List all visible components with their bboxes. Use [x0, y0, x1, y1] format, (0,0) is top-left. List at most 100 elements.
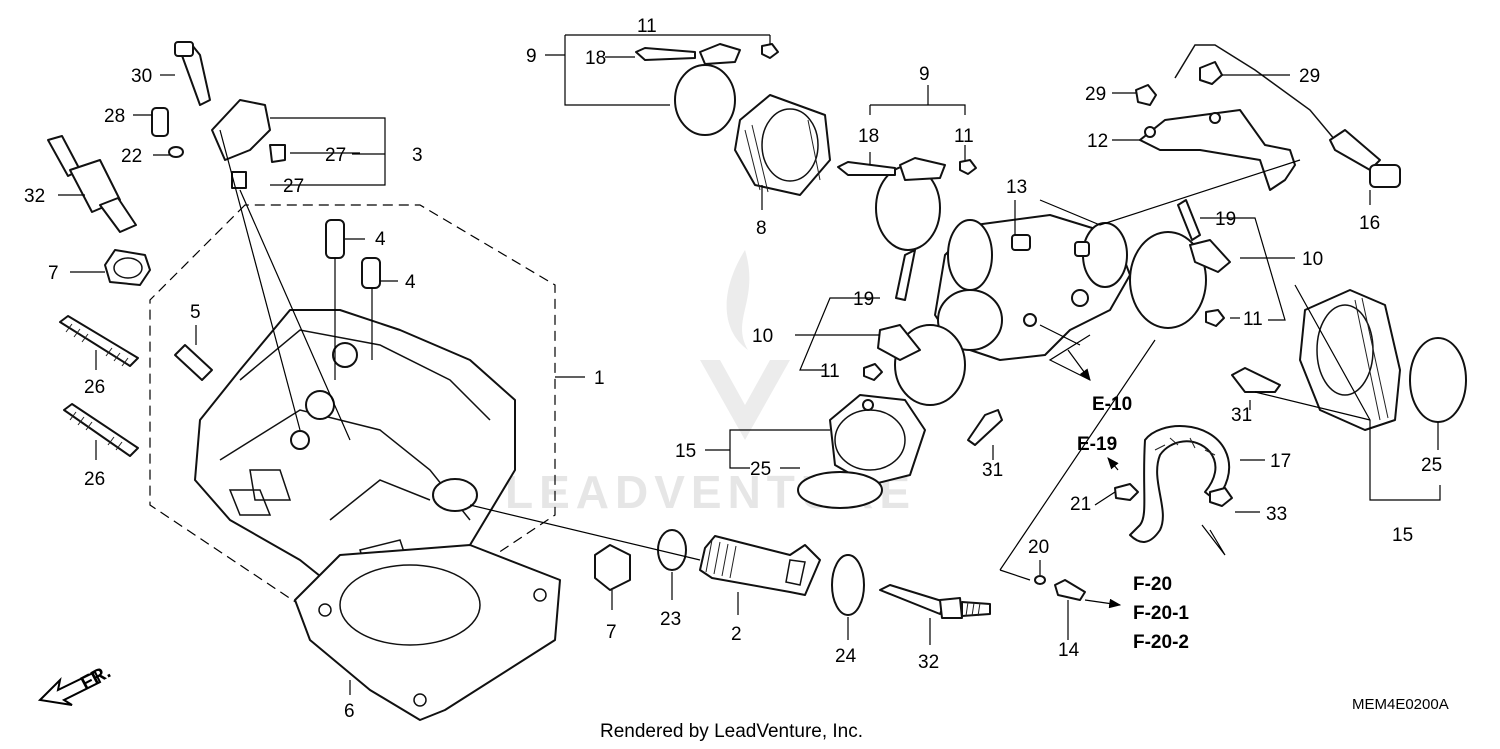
sensor-16 — [1174, 44, 1401, 188]
intake-joint-center — [829, 394, 926, 486]
callout-29-right: 29 — [1299, 66, 1320, 87]
valve-guide-lower — [361, 257, 381, 289]
dowel-pin-5 — [174, 344, 213, 381]
callout-29-left: 29 — [1085, 84, 1106, 105]
callout-11-right: 11 — [1243, 309, 1263, 330]
section-references: E-10 E-19 F-20 F-20-1 F-20-2 — [1077, 394, 1189, 653]
callout-26-lower: 26 — [84, 469, 105, 490]
callout-18-middle: 18 — [858, 126, 879, 147]
nut-11-right — [1205, 309, 1225, 327]
screw-19-center — [895, 249, 916, 301]
callout-21: 21 — [1070, 494, 1091, 515]
cylinder-head — [149, 204, 556, 606]
ref-f-20-1: F-20-1 — [1133, 603, 1189, 624]
callout-25-center: 25 — [750, 459, 771, 480]
callout-1: 1 — [594, 368, 605, 389]
callout-15-center: 15 — [675, 441, 696, 462]
callout-20: 20 — [1028, 537, 1049, 558]
callout-31-right: 31 — [1231, 405, 1252, 426]
head-gasket — [294, 544, 561, 721]
callout-7-left: 7 — [48, 263, 59, 284]
callouts: 30 28 22 32 7 26 26 27 27 3 4 4 5 1 6 7 … — [24, 16, 1442, 722]
ref-e-19: E-19 — [1077, 434, 1117, 455]
throttle-body — [934, 214, 1131, 361]
callout-5: 5 — [190, 302, 201, 323]
bolt-31-right — [1231, 367, 1281, 393]
clip-33 — [1209, 487, 1233, 507]
callout-30: 30 — [131, 66, 152, 87]
plug-cap-left — [104, 249, 151, 286]
ref-f-20-2: F-20-2 — [1133, 632, 1189, 653]
o-ring-22 — [168, 146, 184, 158]
callout-27-lower: 27 — [283, 176, 304, 197]
o-ring-25-center — [797, 471, 883, 509]
dowel-pin — [151, 107, 169, 137]
callout-18-top: 18 — [585, 48, 606, 69]
callout-32-left: 32 — [24, 186, 45, 207]
callout-11-middle: 11 — [954, 126, 974, 147]
callout-17: 17 — [1270, 451, 1291, 472]
callout-14: 14 — [1058, 640, 1080, 661]
nut-11-top — [761, 43, 779, 59]
screw-18-middle — [837, 161, 896, 176]
callout-12: 12 — [1087, 131, 1108, 152]
diagram-code: MEM4E0200A — [1352, 696, 1449, 713]
hose-band-top — [674, 43, 741, 136]
bolt-31-center — [967, 409, 1003, 446]
callout-4-lower: 4 — [405, 272, 416, 293]
callout-31-center: 31 — [982, 460, 1003, 481]
callout-8: 8 — [756, 218, 767, 239]
leader-lines — [58, 34, 1441, 695]
intake-insulator-pipe — [699, 535, 821, 596]
bolt-29-left — [1135, 84, 1157, 106]
callout-7-center: 7 — [606, 622, 617, 643]
callout-15-right: 15 — [1392, 525, 1413, 546]
callout-3: 3 — [412, 145, 423, 166]
callout-23: 23 — [660, 609, 681, 630]
render-credit: Rendered by LeadVenture, Inc. — [600, 721, 863, 742]
callout-32-center: 32 — [918, 652, 939, 673]
callout-19-center: 19 — [853, 289, 874, 310]
ref-e-10: E-10 — [1092, 394, 1132, 415]
plug-cap-center — [594, 544, 631, 591]
callout-9-middle: 9 — [919, 64, 930, 85]
valve-guide-upper — [325, 219, 345, 259]
callout-4-upper: 4 — [375, 229, 386, 250]
bolt-29-right — [1199, 61, 1223, 85]
front-direction-arrow: FR. — [37, 662, 114, 706]
intake-joint-right — [1299, 289, 1401, 431]
bolt-14 — [1054, 579, 1086, 601]
callout-24: 24 — [835, 646, 857, 667]
o-ring-23 — [657, 529, 687, 571]
callout-10-center: 10 — [752, 326, 773, 347]
hose-band-middle — [875, 157, 946, 251]
callout-9-top: 9 — [526, 46, 537, 67]
intake-insulator-8 — [734, 94, 831, 196]
o-ring-24 — [831, 554, 865, 616]
breather-hose — [1129, 425, 1231, 543]
hose-band-center — [877, 324, 966, 406]
callout-19-right: 19 — [1215, 209, 1236, 230]
rocker-arm-assembly — [174, 41, 286, 189]
nut-11-center — [863, 363, 883, 381]
callout-10-right: 10 — [1302, 249, 1323, 270]
callout-26-upper: 26 — [84, 377, 105, 398]
callout-33: 33 — [1266, 504, 1287, 525]
callout-13: 13 — [1006, 177, 1027, 198]
clip-21 — [1114, 483, 1139, 501]
nut-11-middle — [959, 159, 977, 175]
washer-20 — [1034, 575, 1046, 585]
screw-19-right — [1177, 199, 1201, 241]
callout-6: 6 — [344, 701, 355, 722]
screw-18-top — [635, 47, 696, 61]
ref-f-20: F-20 — [1133, 574, 1172, 595]
callout-11-top: 11 — [637, 16, 657, 37]
callout-22: 22 — [121, 146, 142, 167]
callout-25-right: 25 — [1421, 455, 1442, 476]
hose-band-right — [1129, 231, 1231, 329]
stud-bolt-upper — [59, 315, 139, 367]
o-ring-25-right — [1409, 337, 1467, 423]
callout-2: 2 — [731, 624, 742, 645]
stud-bolt-lower — [63, 403, 139, 457]
